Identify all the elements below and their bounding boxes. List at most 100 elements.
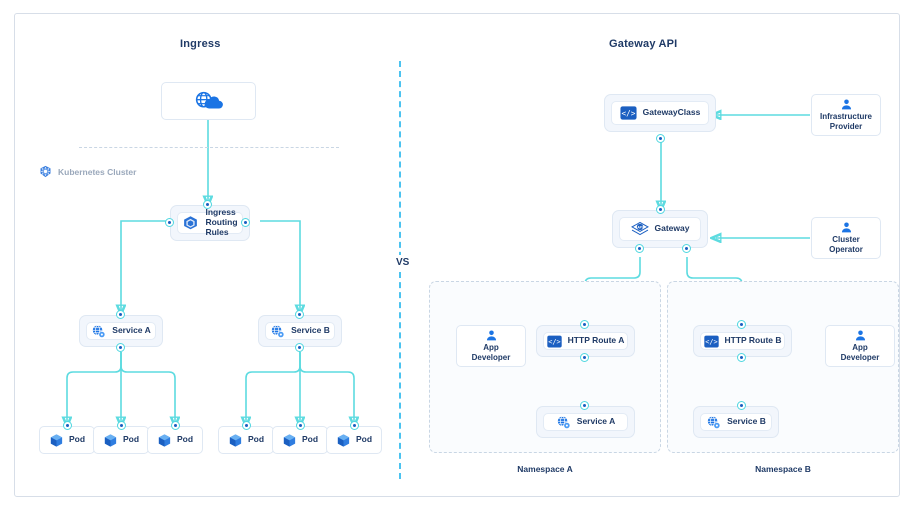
http-route-b-inner: </> HTTP Route B bbox=[700, 332, 785, 350]
pod-5[interactable]: Pod bbox=[272, 426, 328, 454]
service-globe-gear-icon bbox=[271, 324, 285, 338]
port-route-a-bottom[interactable] bbox=[580, 353, 589, 362]
http-route-a-label: HTTP Route A bbox=[567, 335, 625, 346]
pod-4-label: Pod bbox=[247, 434, 265, 445]
ns-a-service-a-node[interactable]: Service A bbox=[536, 406, 635, 438]
service-b-node[interactable]: Service B bbox=[258, 315, 342, 347]
port-service-b-bottom[interactable] bbox=[295, 343, 304, 352]
port-ingress-left[interactable] bbox=[165, 218, 174, 227]
page-title-ingress: Ingress bbox=[180, 38, 221, 50]
diagram-stage: Ingress Gateway API VS bbox=[15, 14, 901, 498]
gateway-api-icon: API bbox=[630, 221, 649, 236]
port-service-a-top[interactable] bbox=[116, 310, 125, 319]
svg-text:</>: </> bbox=[705, 338, 717, 346]
ns-b-service-b-node[interactable]: Service B bbox=[693, 406, 779, 438]
pod-3-label: Pod bbox=[176, 434, 194, 445]
pod-cube-icon bbox=[158, 433, 171, 447]
service-a-inner: Service A bbox=[86, 322, 156, 340]
port-gateway-top[interactable] bbox=[656, 205, 665, 214]
port-pod-3-top[interactable] bbox=[171, 421, 180, 430]
namespace-a-label: Namespace A bbox=[517, 464, 573, 474]
port-gateway-bottom-left[interactable] bbox=[635, 244, 644, 253]
namespace-b-label: Namespace B bbox=[755, 464, 811, 474]
port-pod-2-top[interactable] bbox=[117, 421, 126, 430]
http-route-a-node[interactable]: </> HTTP Route A bbox=[536, 325, 635, 357]
service-globe-gear-icon bbox=[93, 324, 106, 338]
person-icon bbox=[486, 330, 496, 341]
port-pod-1-top[interactable] bbox=[63, 421, 72, 430]
port-route-a-top[interactable] bbox=[580, 320, 589, 329]
pod-6[interactable]: Pod bbox=[326, 426, 382, 454]
pod-2[interactable]: Pod bbox=[93, 426, 149, 454]
pod-1[interactable]: Pod bbox=[39, 426, 95, 454]
pod-cube-icon bbox=[283, 433, 296, 447]
port-service-a-bottom[interactable] bbox=[116, 343, 125, 352]
service-a-label: Service A bbox=[112, 325, 151, 336]
service-a-node[interactable]: Service A bbox=[79, 315, 163, 347]
page-title-gateway-api: Gateway API bbox=[609, 38, 678, 50]
pod-cube-icon bbox=[229, 433, 242, 447]
http-route-b-node[interactable]: </> HTTP Route B bbox=[693, 325, 792, 357]
port-ingress-right[interactable] bbox=[241, 218, 250, 227]
gatewayclass-code-icon: </> bbox=[620, 106, 637, 120]
diagram-frame: Ingress Gateway API VS bbox=[14, 13, 900, 497]
vs-divider-line bbox=[399, 61, 401, 479]
internet-node[interactable] bbox=[161, 82, 256, 120]
kubernetes-icon bbox=[40, 165, 51, 178]
port-pod-6-top[interactable] bbox=[350, 421, 359, 430]
kubernetes-cluster-tag: Kubernetes Cluster bbox=[39, 165, 136, 178]
svg-text:</>: </> bbox=[621, 109, 635, 118]
ingress-hex-icon bbox=[184, 215, 198, 229]
pod-2-label: Pod bbox=[122, 434, 140, 445]
port-pod-5-top[interactable] bbox=[296, 421, 305, 430]
pod-5-label: Pod bbox=[301, 434, 319, 445]
port-ns-b-service-top[interactable] bbox=[737, 401, 746, 410]
port-gateway-bottom-right[interactable] bbox=[682, 244, 691, 253]
gatewayclass-label: GatewayClass bbox=[642, 107, 701, 118]
ns-b-service-b-inner: Service B bbox=[700, 413, 772, 431]
service-b-label: Service B bbox=[291, 325, 330, 336]
http-route-b-label: HTTP Route B bbox=[724, 335, 782, 346]
port-pod-4-top[interactable] bbox=[242, 421, 251, 430]
gateway-label: Gateway bbox=[654, 223, 690, 234]
cloud-globe-icon bbox=[195, 91, 223, 109]
pod-4[interactable]: Pod bbox=[218, 426, 274, 454]
port-gatewayclass-bottom[interactable] bbox=[656, 134, 665, 143]
gatewayclass-node[interactable]: </> GatewayClass bbox=[604, 94, 716, 132]
pod-cube-icon bbox=[337, 433, 350, 447]
gateway-inner: API Gateway bbox=[619, 217, 701, 241]
vs-divider-label: VS bbox=[393, 255, 413, 270]
port-route-b-bottom[interactable] bbox=[737, 353, 746, 362]
port-service-b-top[interactable] bbox=[295, 310, 304, 319]
http-route-code-icon: </> bbox=[546, 335, 562, 347]
kubernetes-cluster-label: Kubernetes Cluster bbox=[58, 166, 137, 177]
gatewayclass-inner: </> GatewayClass bbox=[611, 101, 709, 125]
person-icon bbox=[841, 222, 851, 233]
service-globe-gear-icon bbox=[557, 415, 571, 429]
pod-cube-icon bbox=[50, 433, 63, 447]
http-route-a-inner: </> HTTP Route A bbox=[543, 332, 628, 350]
port-ns-a-service-top[interactable] bbox=[580, 401, 589, 410]
gateway-node[interactable]: API Gateway bbox=[612, 210, 708, 248]
service-b-inner: Service B bbox=[265, 322, 335, 340]
pod-cube-icon bbox=[104, 433, 117, 447]
person-icon bbox=[855, 330, 865, 341]
ns-b-service-b-label: Service B bbox=[727, 416, 766, 427]
cluster-boundary-dash bbox=[79, 147, 339, 148]
person-icon bbox=[841, 99, 851, 110]
port-route-b-top[interactable] bbox=[737, 320, 746, 329]
pod-3[interactable]: Pod bbox=[147, 426, 203, 454]
port-ingress-top[interactable] bbox=[203, 200, 212, 209]
service-globe-gear-icon bbox=[707, 415, 721, 429]
